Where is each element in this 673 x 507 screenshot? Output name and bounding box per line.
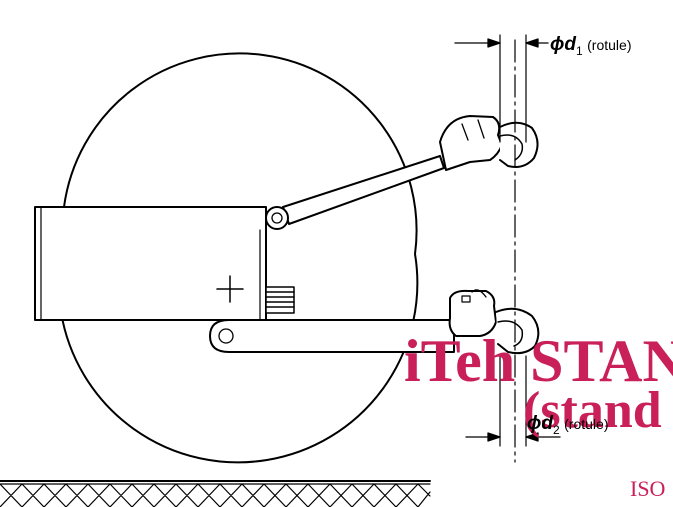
watermark-line3: ISO [630, 476, 666, 501]
axle-center-cross-icon [216, 275, 244, 303]
watermark-line1: iTeh STAND [404, 328, 673, 394]
d2-symbol: ϕd [527, 413, 553, 434]
tractor-body [34, 206, 267, 321]
d2-note: (rotule) [564, 416, 609, 432]
lower-link-arm [209, 319, 455, 353]
extension-lines [499, 34, 527, 447]
d2-subscript: 2 [553, 423, 560, 437]
wheel-outline [60, 52, 419, 464]
d1-note: (rotule) [587, 37, 632, 53]
dimension-d1-label: ϕd1 (rotule) [550, 35, 632, 57]
pto-shaft [265, 286, 295, 314]
d1-subscript: 1 [576, 44, 583, 58]
dimension-d2-label: ϕd2 (rotule) [527, 414, 609, 436]
ground-hatch-icon [0, 480, 431, 507]
dimension-d2 [465, 432, 561, 442]
d1-symbol: ϕd [550, 34, 576, 55]
upper-hook [439, 115, 539, 171]
watermark-line2: (stand [523, 382, 662, 439]
upper-link-arm [265, 155, 445, 230]
lower-hook [448, 289, 540, 355]
dimension-d1 [454, 38, 549, 48]
